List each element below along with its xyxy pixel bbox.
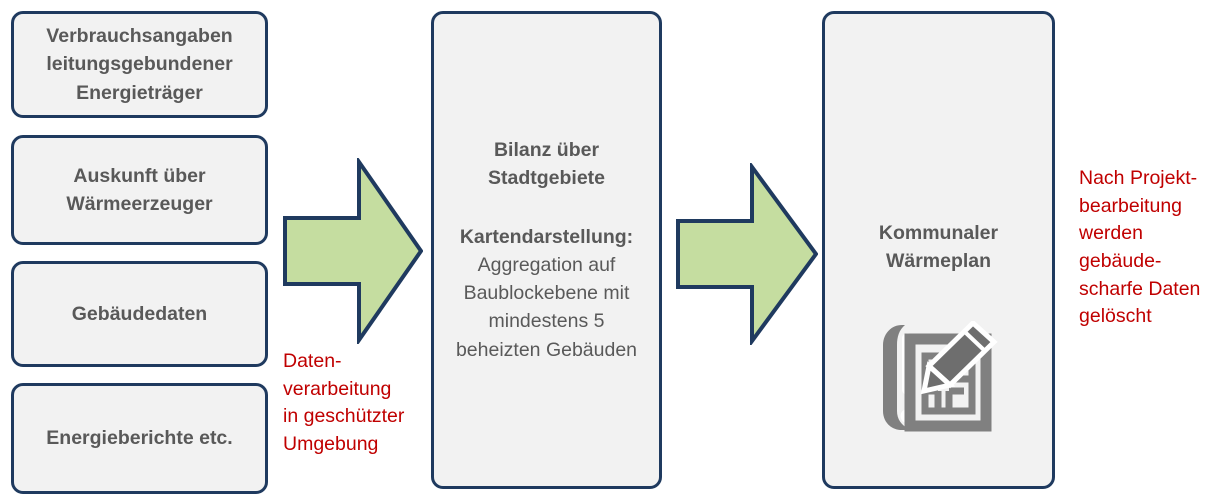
source-box-label: Energieberichte etc.: [46, 427, 233, 450]
processing-body: Aggregation auf Baublockebene mit mindes…: [455, 253, 638, 361]
source-box-energieberichte: Energieberichte etc.: [11, 383, 268, 494]
plan-title: Kommunaler Wärmeplan: [878, 222, 999, 273]
source-box-auskunft-waermeerzeuger: Auskunft über Wärmeerzeuger: [11, 135, 268, 245]
source-box-label: Verbrauchsangaben leitungsgebundener Ene…: [46, 25, 233, 104]
blueprint-pencil-icon: [882, 320, 998, 432]
note-data-deletion: Nach Projekt- bearbeitung werden gebäude…: [1079, 167, 1201, 328]
source-box-label: Auskunft über Wärmeerzeuger: [66, 164, 213, 215]
plan-box: Kommunaler Wärmeplan: [822, 11, 1055, 489]
spacer: [440, 193, 653, 223]
source-box-verbrauchsangaben: Verbrauchsangaben leitungsgebundener Ene…: [11, 11, 268, 118]
arrow-right-icon-processing-to-plan: [676, 163, 818, 345]
processing-box: Bilanz über Stadtgebiete Kartendarstellu…: [431, 11, 662, 489]
processing-heading: Bilanz über Stadtgebiete: [487, 139, 606, 190]
processing-subtitle: Kartendarstellung:: [459, 225, 634, 248]
arrow-right-icon-sources-to-processing: [283, 158, 423, 344]
source-box-gebaeudedaten: Gebäudedaten: [11, 261, 268, 367]
note-processing-environment: Daten- verarbeitung in geschützter Umgeb…: [283, 350, 405, 456]
source-box-label: Gebäudedaten: [71, 302, 208, 325]
